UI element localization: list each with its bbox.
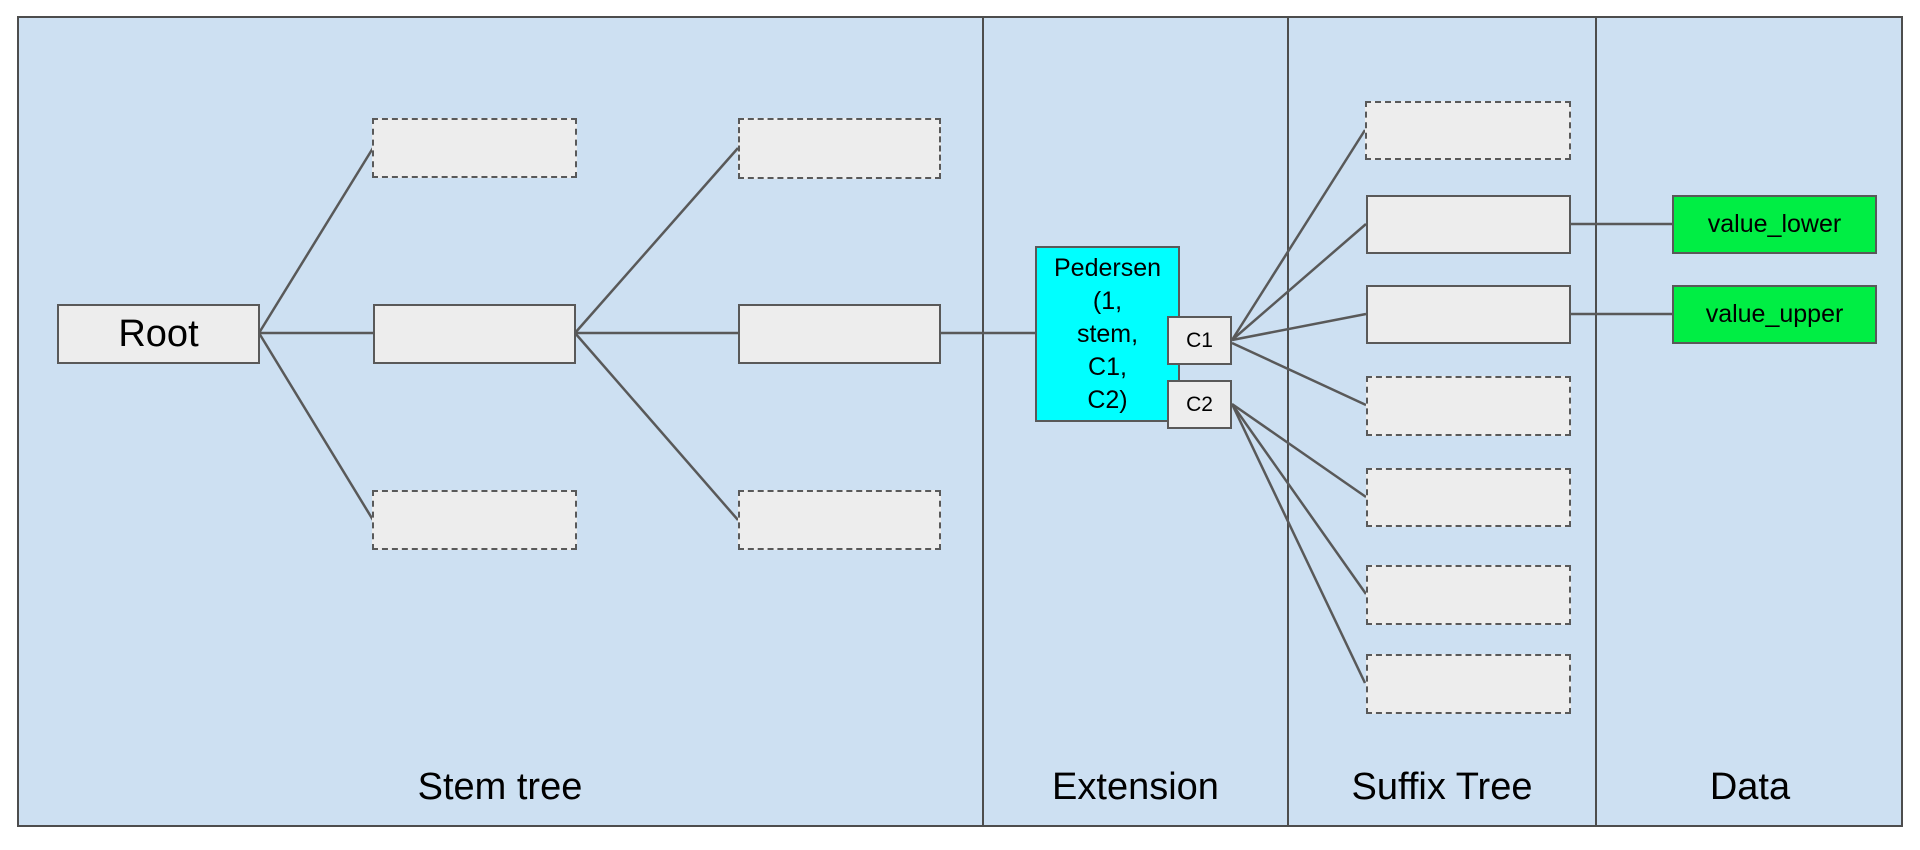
stem-level2-middle-node [738, 304, 941, 364]
value-upper-node-label: value_upper [1705, 300, 1844, 328]
c1-node-label: C1 [1186, 328, 1213, 352]
section-divider-stem-extension [982, 16, 984, 827]
section-label-extension: Extension [1052, 766, 1219, 808]
pedersen-node-label-line: C1, [1088, 352, 1127, 381]
pedersen-commitment-node: Pedersen (1, stem, C1, C2) [1035, 246, 1180, 422]
suffix-node-6-placeholder [1366, 565, 1571, 625]
diagram-panel [17, 16, 1903, 827]
stem-level1-bottom-placeholder-node [372, 490, 577, 550]
pedersen-node-label-line: (1, [1092, 286, 1123, 315]
root-node-label: Root [118, 312, 199, 355]
pedersen-node-label-line: Pedersen [1053, 253, 1162, 282]
pedersen-node-label-line: stem, [1076, 319, 1139, 348]
stem-level1-middle-node [373, 304, 576, 364]
pedersen-node-label-line: C2) [1087, 385, 1128, 414]
suffix-node-7-placeholder [1366, 654, 1571, 714]
root-node: Root [57, 304, 260, 364]
section-divider-extension-suffix [1287, 16, 1289, 827]
value-lower-node-label: value_lower [1707, 210, 1842, 238]
suffix-node-1-placeholder [1365, 101, 1571, 160]
suffix-node-4-placeholder [1366, 376, 1571, 436]
section-label-stem-tree: Stem tree [417, 766, 583, 808]
stem-level2-top-placeholder-node [738, 118, 941, 179]
stem-level2-bottom-placeholder-node [738, 490, 941, 550]
section-divider-suffix-data [1595, 16, 1597, 827]
suffix-node-3 [1366, 285, 1571, 344]
c2-node: C2 [1167, 380, 1232, 429]
c1-node: C1 [1167, 316, 1232, 365]
value-lower-node: value_lower [1672, 195, 1877, 254]
c2-node-label: C2 [1186, 392, 1213, 416]
section-label-suffix-tree: Suffix Tree [1351, 766, 1533, 808]
suffix-node-5-placeholder [1366, 468, 1571, 527]
value-upper-node: value_upper [1672, 285, 1877, 344]
suffix-node-2 [1366, 195, 1571, 254]
section-label-data: Data [1709, 766, 1791, 808]
stem-level1-top-placeholder-node [372, 118, 577, 178]
